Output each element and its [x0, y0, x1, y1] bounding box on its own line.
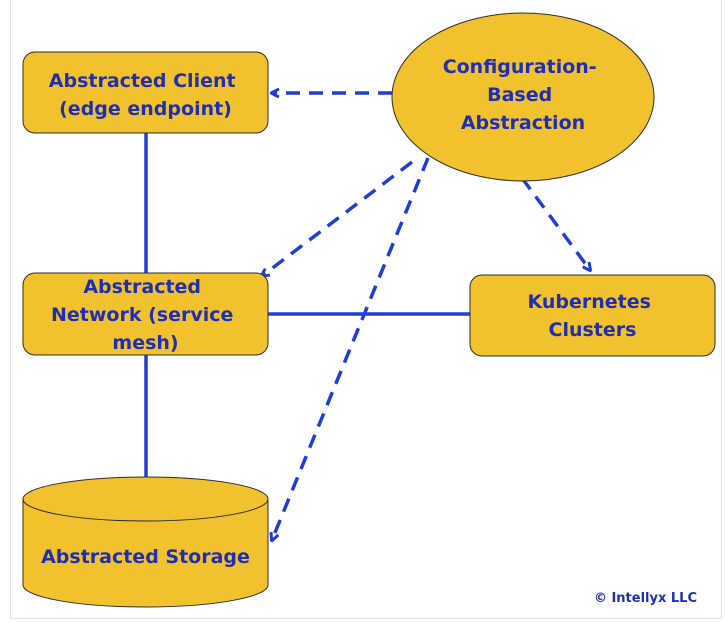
- abstracted-client-label: Abstracted Client (edge endpoint): [49, 70, 242, 120]
- kubernetes-label-line: Kubernetes: [527, 291, 650, 313]
- config-to-storage-arrow: [272, 157, 430, 540]
- client-label-line: Abstracted Client: [49, 70, 236, 92]
- config-label-line: Based: [487, 84, 552, 106]
- abstracted-storage-label: Abstracted Storage: [41, 546, 250, 568]
- network-label-line: Network (service: [51, 304, 233, 326]
- client-label-line: (edge endpoint): [59, 98, 232, 120]
- kubernetes-clusters-label: Kubernetes Clusters: [527, 291, 657, 341]
- kubernetes-clusters-node: Kubernetes Clusters: [469, 274, 716, 357]
- abstracted-client-node: Abstracted Client (edge endpoint): [22, 51, 269, 134]
- kubernetes-label-line: Clusters: [549, 319, 637, 341]
- network-label-line: Abstracted: [83, 276, 201, 298]
- configuration-abstraction-label: Configuration- Based Abstraction: [443, 56, 604, 134]
- network-label-line: mesh): [112, 332, 178, 354]
- abstracted-network-node: Abstracted Network (service mesh): [22, 272, 269, 356]
- copyright-credit: © Intellyx LLC: [594, 591, 697, 606]
- config-to-network-arrow: [262, 160, 414, 276]
- config-label-line: Abstraction: [461, 112, 585, 134]
- abstracted-network-label: Abstracted Network (service mesh): [51, 276, 240, 354]
- config-label-line: Configuration-: [443, 56, 597, 78]
- abstracted-storage-node: Abstracted Storage: [22, 476, 269, 608]
- config-to-kubernetes-arrow: [520, 176, 590, 270]
- configuration-abstraction-node: Configuration- Based Abstraction: [391, 12, 655, 182]
